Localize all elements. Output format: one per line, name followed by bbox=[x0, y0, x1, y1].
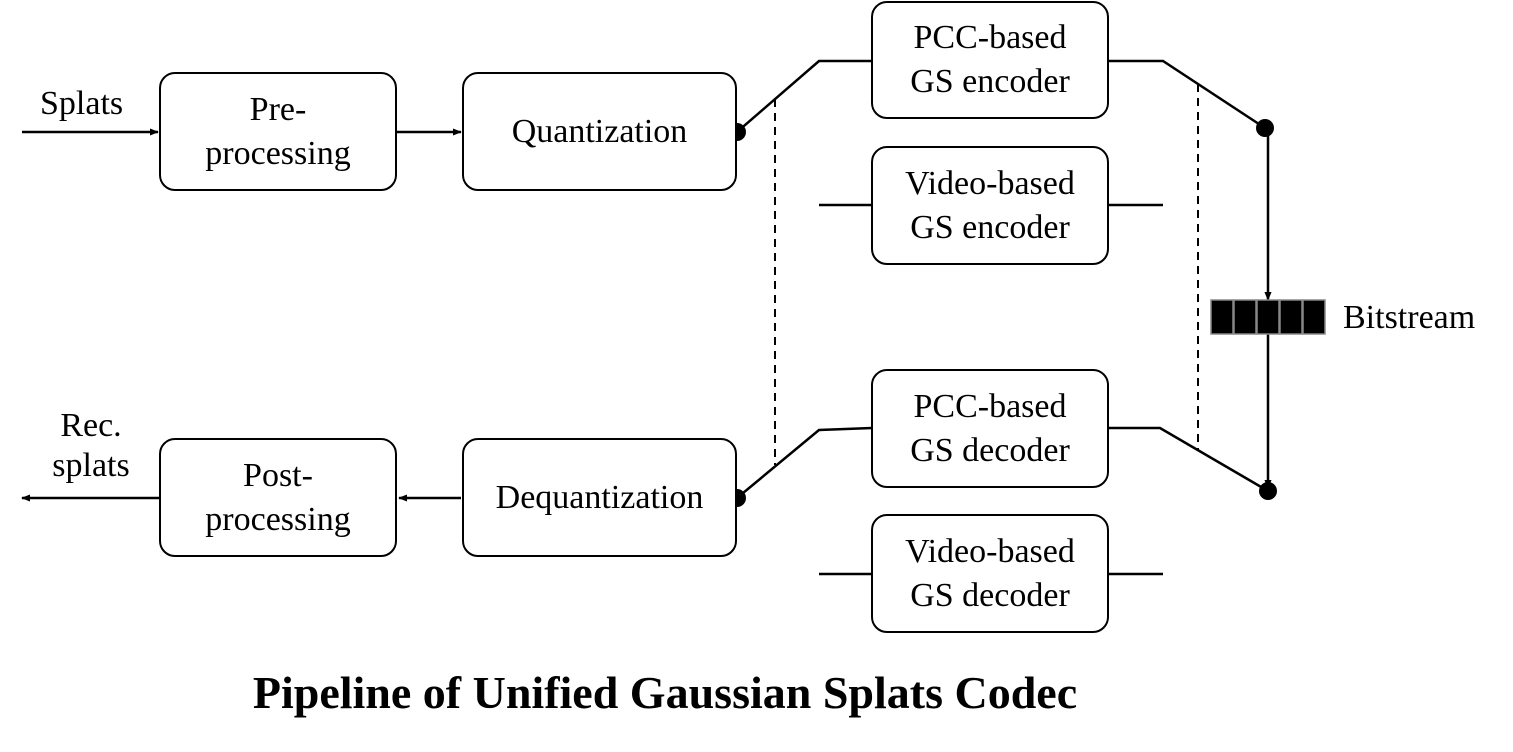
bitstream-out-dot bbox=[1259, 482, 1277, 500]
pcc-encoder-block: PCC-based GS encoder bbox=[871, 1, 1109, 119]
output-label-line-1: Rec. bbox=[60, 407, 122, 444]
preprocessing-block: Pre- processing bbox=[159, 72, 397, 191]
bitstream-icon bbox=[1210, 299, 1326, 335]
encoder-output-switch-line bbox=[1109, 59, 1266, 130]
quantization-label: Quantization bbox=[511, 112, 688, 150]
diagram-title: Pipeline of Unified Gaussian Splats Code… bbox=[252, 667, 1078, 718]
postprocessing-line-2: processing bbox=[205, 500, 351, 538]
postprocessing-block: Post- processing bbox=[159, 438, 397, 557]
dequantization-label: Dequantization bbox=[495, 478, 704, 516]
video-decoder-line-1: Video-based bbox=[905, 532, 1075, 570]
pcc-encoder-line-2: GS encoder bbox=[910, 63, 1070, 100]
output-label-line-2: splats bbox=[52, 447, 130, 484]
pcc-decoder-line-2: GS decoder bbox=[910, 431, 1070, 469]
video-encoder-line-1: Video-based bbox=[905, 164, 1075, 202]
decoder-switch-line bbox=[736, 426, 873, 499]
preprocessing-line-1: Pre- bbox=[249, 90, 307, 128]
encoder-switch-line bbox=[736, 59, 872, 133]
dequantization-block: Dequantization bbox=[462, 438, 737, 557]
bitstream-label: Bitstream bbox=[1343, 299, 1476, 336]
video-decoder-block: Video-based GS decoder bbox=[871, 514, 1109, 633]
preprocessing-line-2: processing bbox=[205, 134, 351, 172]
pcc-decoder-line-1: PCC-based bbox=[913, 387, 1067, 425]
bitstream-in-dot bbox=[1256, 119, 1274, 137]
pcc-encoder-line-1: PCC-based bbox=[913, 19, 1067, 56]
postprocessing-line-1: Post- bbox=[243, 456, 313, 494]
video-decoder-line-2: GS decoder bbox=[910, 576, 1070, 614]
input-label: Splats bbox=[40, 85, 124, 122]
output-label: Rec. splats bbox=[46, 406, 136, 486]
pcc-decoder-block: PCC-based GS decoder bbox=[871, 369, 1109, 488]
decoder-input-switch-line bbox=[1109, 426, 1269, 493]
quantization-block: Quantization bbox=[462, 72, 737, 191]
video-encoder-block: Video-based GS encoder bbox=[871, 146, 1109, 265]
video-encoder-line-2: GS encoder bbox=[910, 208, 1070, 246]
